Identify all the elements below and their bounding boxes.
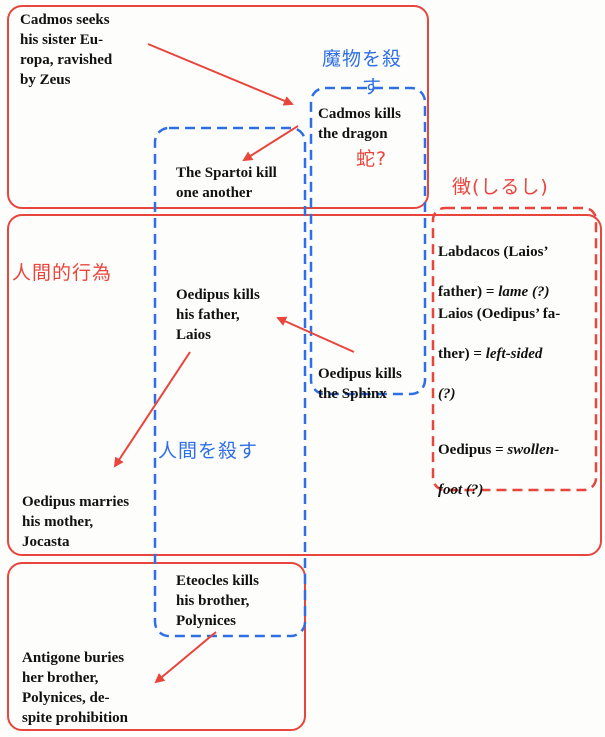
box-kill-monster-dashed <box>309 86 427 396</box>
label-kill-monster-line2: す <box>362 76 383 98</box>
label-kill-human: 人間を殺す <box>158 440 259 462</box>
cell-oedipus-marries: Oedipus marries his mother, Jocasta <box>22 494 130 550</box>
arrow-eteocles-to-antigone <box>154 631 217 684</box>
arrow-dragon-to-spartoi <box>242 125 299 162</box>
cell-spartoi: The Spartoi kill one another <box>176 165 277 201</box>
box-cadmos-row <box>7 5 429 209</box>
label-kill-monster-line1: 魔物を殺 <box>322 48 403 70</box>
box-kill-human-dashed <box>153 126 307 638</box>
cell-eteocles: Eteocles kills his brother, Polynices <box>176 573 259 629</box>
arrow-sphinx-to-father <box>276 316 355 353</box>
box-antigone-row <box>7 562 306 731</box>
box-sign-dashed <box>431 206 598 492</box>
cell-cadmos-kills-dragon: Cadmos kills the dragon <box>318 106 401 142</box>
label-snake: 蛇? <box>356 148 388 170</box>
cell-labdacos: Labdacos (Laios’ father) = lame (?) <box>438 244 550 300</box>
label-sign: 徴(しるし) <box>452 176 549 198</box>
arrow-father-to-marries <box>113 351 191 468</box>
cell-antigone: Antigone buries her brother, Polynices, … <box>22 650 129 726</box>
label-human-act: 人間的行為 <box>12 262 113 284</box>
cell-oedipus-name: Oedipus = swollen- foot (?) <box>438 442 560 498</box>
cell-oedipus-kills-sphinx: Oedipus kills the Sphinx <box>318 366 402 402</box>
cell-oedipus-kills-father: Oedipus kills his father, Laios <box>176 287 260 343</box>
cell-cadmos-seeks: Cadmos seeks his sister Eu- ropa, ravish… <box>20 12 113 88</box>
arrow-seeks-to-dragon <box>147 43 294 106</box>
cell-laios: Laios (Oedipus’ fa- ther) = left-sided (… <box>438 306 561 402</box>
